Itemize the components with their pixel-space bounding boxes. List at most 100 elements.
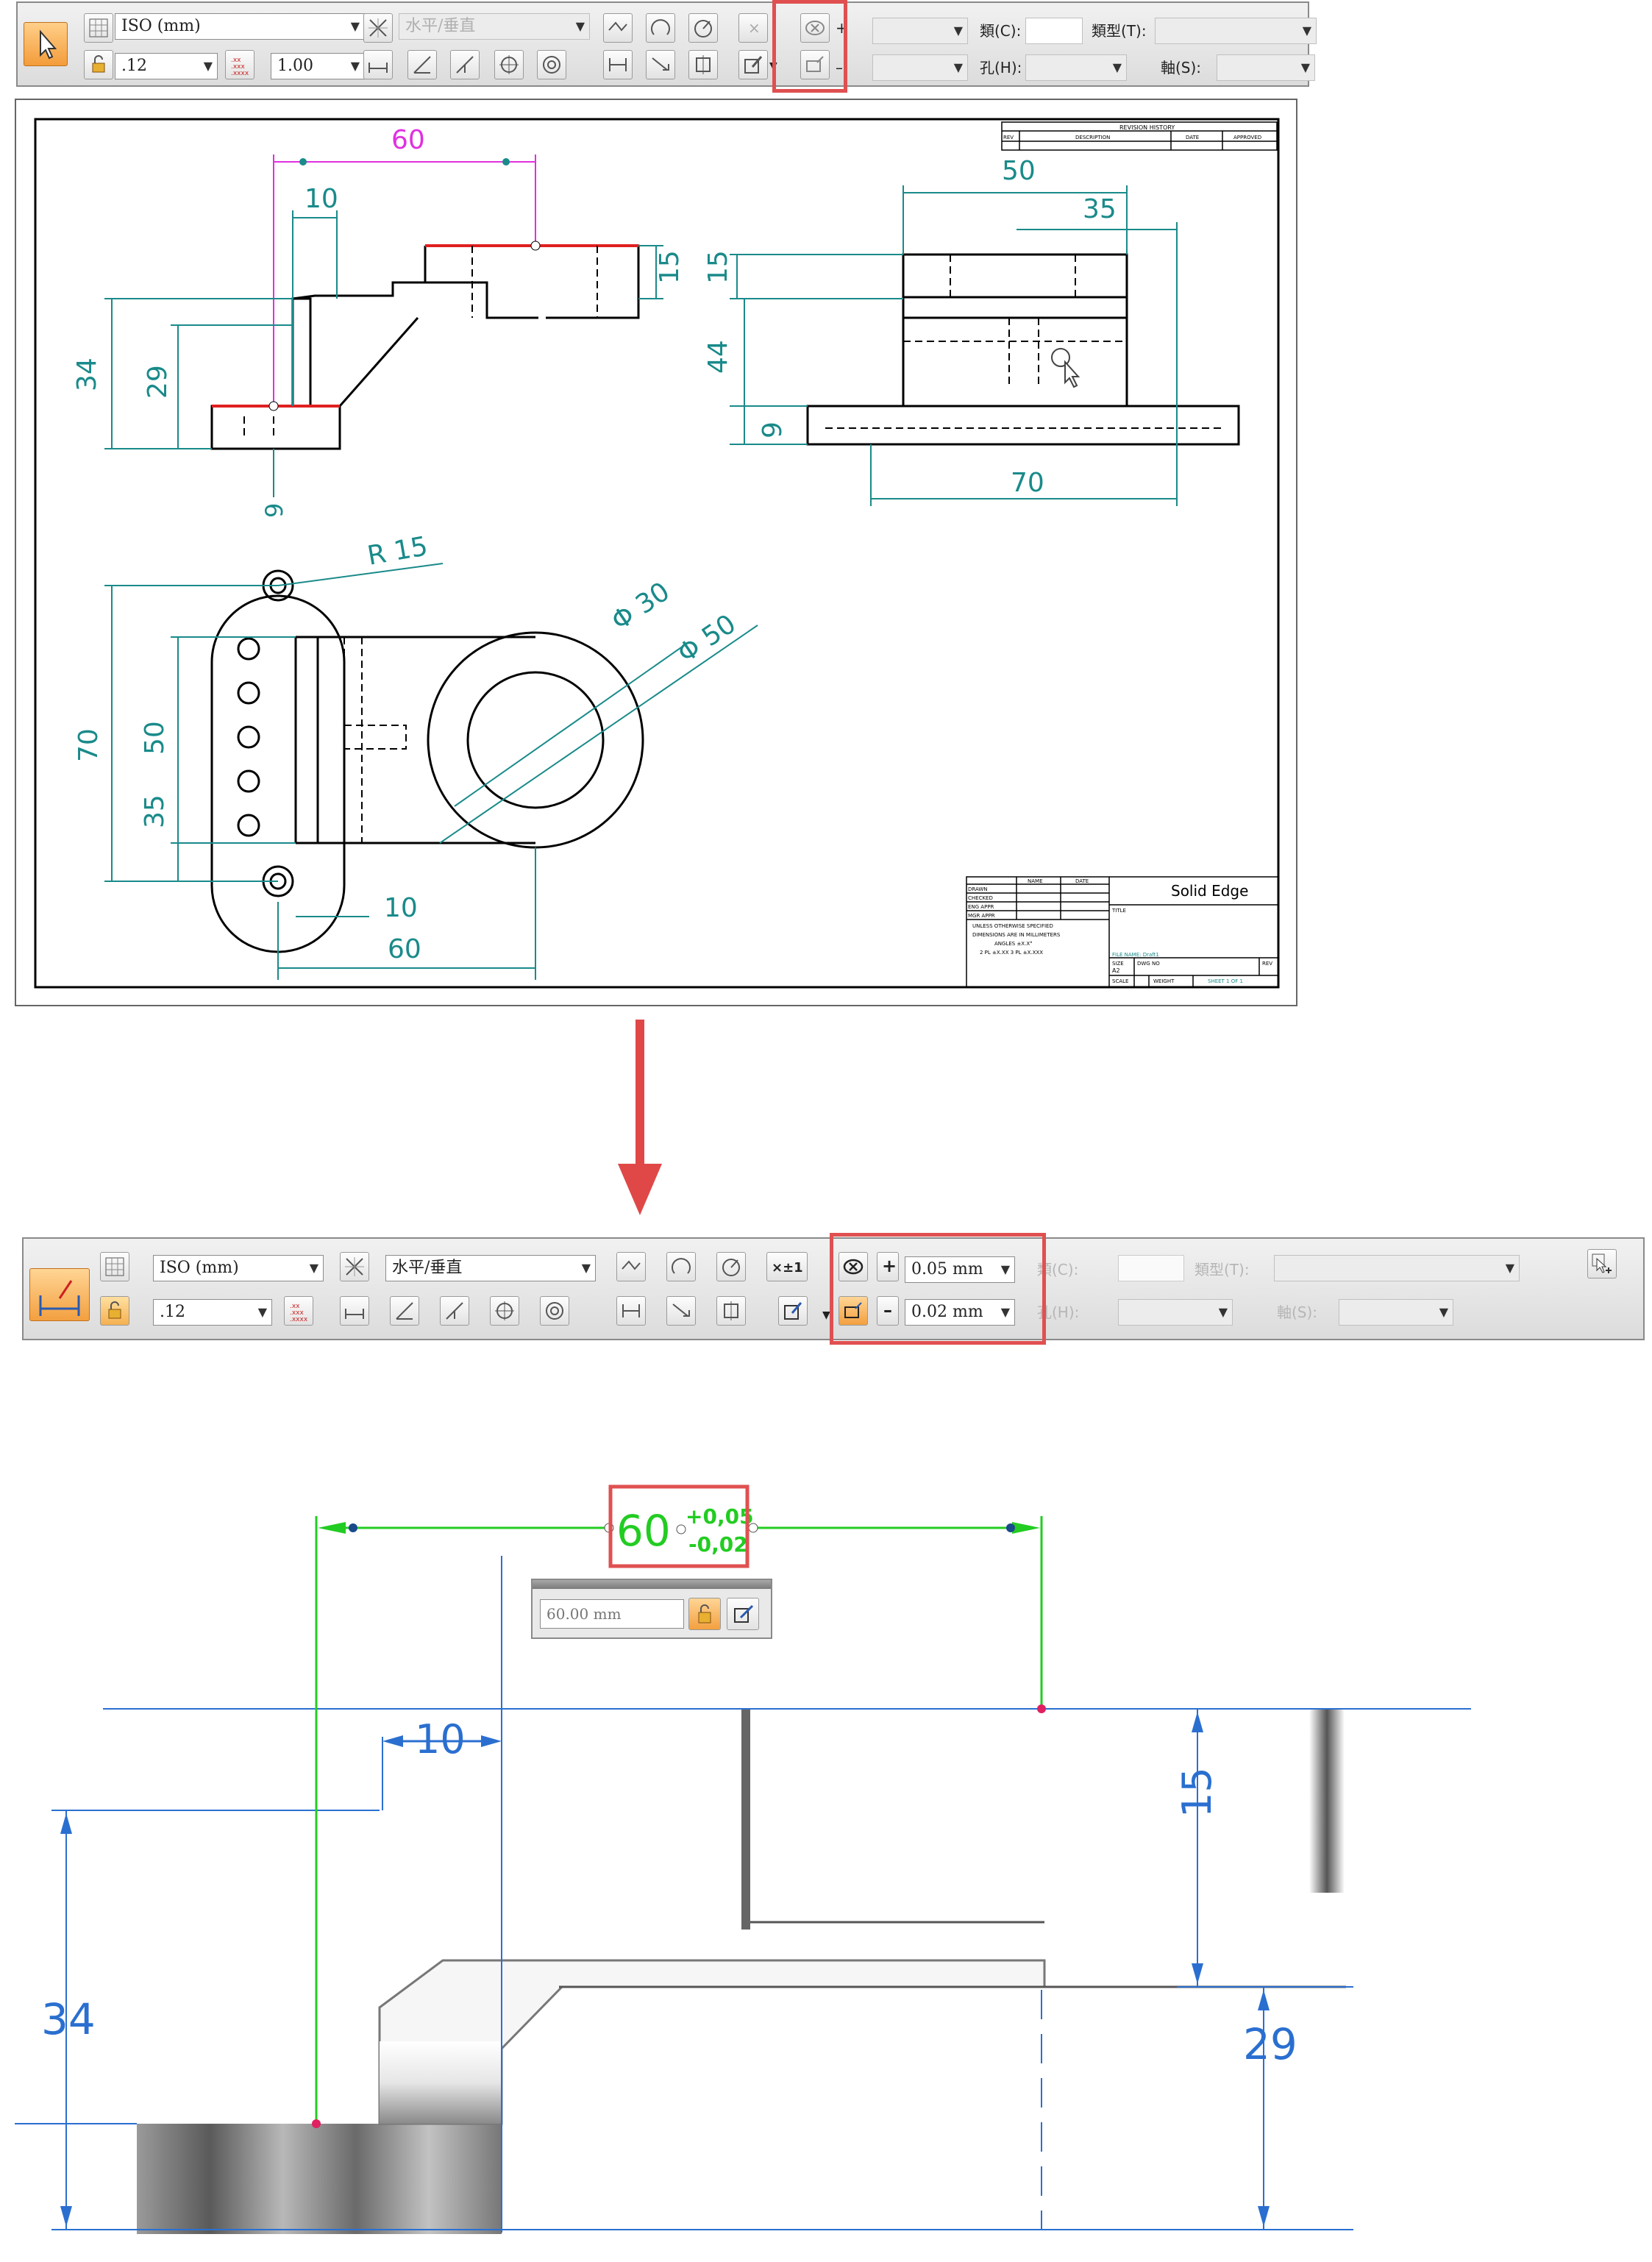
class-field[interactable] [1025, 18, 1083, 44]
angle-dim-button[interactable] [407, 50, 437, 79]
leader-dim-button-2[interactable] [666, 1296, 696, 1326]
tolerance-toggle-button[interactable]: ×±1 [766, 1252, 808, 1281]
coordinate-dim-button-2[interactable] [440, 1296, 469, 1326]
symmetric-dim-button[interactable] [603, 13, 633, 43]
style-button-2[interactable] [100, 1252, 129, 1281]
closeup-dim-60: 60 [616, 1506, 671, 1556]
angle-arc-button-2[interactable] [716, 1252, 746, 1281]
standard-select[interactable]: ISO (mm)▼ [115, 13, 365, 40]
digits-format-button-2[interactable]: .xx.xxx.xxxx [284, 1296, 313, 1326]
hole-select[interactable]: ▼ [1025, 54, 1127, 81]
file-name-label: FILE NAME: Draft1 [1112, 952, 1159, 958]
type-label-2: 類型(T): [1195, 1261, 1250, 1278]
radial-dim-button[interactable] [494, 50, 524, 79]
popup-edit-button[interactable] [727, 1598, 759, 1630]
dim-label-50-plan: 50 [140, 721, 170, 755]
coordinate-dim-button[interactable] [450, 50, 480, 79]
lower-tolerance-select[interactable]: 0.02 mm▼ [905, 1299, 1015, 1326]
dim-label-70-plan: 70 [74, 728, 104, 762]
popup-grip[interactable] [533, 1580, 771, 1589]
tolerance-mode-button-2[interactable] [839, 1252, 868, 1281]
hole-select-2[interactable]: ▼ [1118, 1299, 1233, 1326]
dimension-axis-button[interactable] [363, 13, 393, 43]
type-select-2[interactable]: ▼ [1274, 1255, 1520, 1281]
svg-text:.xx: .xx [290, 1303, 300, 1310]
minus-button[interactable]: – [877, 1296, 899, 1326]
precision-select[interactable]: .12▼ [115, 53, 218, 79]
upper-tolerance-field[interactable]: ▼ [872, 18, 968, 44]
diameter-dim-button[interactable] [537, 50, 566, 79]
dropdown-arrow-small-2[interactable]: ▼ [822, 1309, 830, 1321]
approved-header: APPROVED [1233, 135, 1261, 141]
closeup-dim-10: 10 [415, 1716, 466, 1763]
tolerance-disabled-button[interactable]: × [738, 13, 768, 43]
radial-dim-button-2[interactable] [490, 1296, 519, 1326]
radial-dimension-icon [495, 1301, 514, 1320]
size-label: SIZE [1112, 961, 1124, 967]
select-tool-button[interactable] [24, 22, 68, 66]
tolerance-mode-button[interactable] [800, 13, 830, 43]
linear-dim-button-2[interactable] [340, 1296, 369, 1326]
style-button[interactable] [84, 13, 113, 43]
dim-handle [502, 158, 510, 166]
popup-lock-button[interactable] [688, 1598, 721, 1630]
angle-dim-button-2[interactable] [390, 1296, 419, 1326]
closeup-tol-upper: +0,05 [686, 1504, 754, 1529]
coordinate-dimension-icon [456, 56, 474, 74]
dwg-no-label: DWG NO [1137, 961, 1160, 967]
lock-button-2[interactable] [100, 1296, 129, 1326]
arc-dim-button[interactable] [646, 13, 675, 43]
upper-tolerance-select[interactable]: 0.05 mm▼ [905, 1256, 1015, 1283]
tolerance-format-button-2[interactable] [839, 1296, 868, 1326]
arc-dim-button-2[interactable] [666, 1252, 696, 1281]
grid-style-icon [89, 18, 108, 38]
class-field-2[interactable] [1118, 1255, 1184, 1281]
digits-format-button[interactable]: .xx.xxx.xxxx [225, 50, 254, 79]
axis-select[interactable]: ▼ [1217, 54, 1315, 81]
type-select[interactable]: ▼ [1155, 18, 1317, 44]
orientation-select[interactable]: 水平/垂直▼ [399, 13, 590, 40]
closeup-tolerance-highlight [608, 1484, 750, 1568]
dim-label-10-plan: 10 [384, 893, 418, 923]
angle-dimension-icon [413, 56, 431, 74]
bottom-toolbar: ISO (mm)▼ .12▼ .xx.xxx.xxxx 水平/垂直▼ ×±1 ▼… [22, 1237, 1645, 1340]
dimension-value-input[interactable]: 60.00 mm [540, 1599, 684, 1629]
class-label: 類(C): [980, 22, 1022, 40]
dim-handle [312, 2119, 321, 2128]
standard-select-2[interactable]: ISO (mm)▼ [153, 1255, 324, 1281]
precision-select-2[interactable]: .12▼ [153, 1299, 272, 1326]
angle-arc-icon [722, 1259, 740, 1276]
symmetric-dim-button-2[interactable] [616, 1252, 646, 1281]
dimension-axis-button-2[interactable] [340, 1252, 369, 1281]
tolerance-format-button[interactable] [800, 50, 830, 79]
add-selection-button[interactable] [1587, 1249, 1617, 1278]
checked-label: CHECKED [968, 895, 993, 901]
leader-dim-button[interactable] [646, 50, 675, 79]
hole-label: 孔(H): [980, 59, 1022, 77]
axis-select-2[interactable]: ▼ [1339, 1299, 1453, 1326]
leader-icon [652, 57, 669, 71]
lower-tolerance-field[interactable]: ▼ [872, 54, 968, 81]
diameter-dim-button-2[interactable] [540, 1296, 569, 1326]
chamfer-dim-button-2[interactable] [616, 1296, 646, 1326]
edit-dim-button[interactable] [738, 50, 768, 79]
angle-arc-button[interactable] [688, 13, 718, 43]
dim-label-44: 44 [703, 340, 733, 374]
coordinate-dimension-icon [446, 1302, 463, 1320]
edit-dim-button-2[interactable] [778, 1296, 808, 1326]
ordinate-dim-button[interactable] [688, 50, 718, 79]
linear-dim-button[interactable] [363, 50, 393, 79]
closeup-dim-15: 15 [1174, 1767, 1220, 1818]
date-header-2: DATE [1075, 878, 1089, 884]
scale-select[interactable]: 1.00▼ [271, 53, 365, 79]
ordinate-dim-button-2[interactable] [716, 1296, 746, 1326]
arc-dimension-icon [672, 1258, 691, 1274]
chamfer-dim-button[interactable] [603, 50, 633, 79]
orientation-select-2[interactable]: 水平/垂直▼ [385, 1255, 596, 1281]
plus-button[interactable]: + [877, 1252, 899, 1281]
dim-label-50-side: 50 [1002, 156, 1036, 186]
size-value: A2 [1112, 967, 1120, 974]
lock-button[interactable] [84, 50, 113, 79]
dimension-tool-button[interactable] [29, 1268, 90, 1321]
note-line-3: ANGLES ±X.X° [994, 941, 1033, 947]
